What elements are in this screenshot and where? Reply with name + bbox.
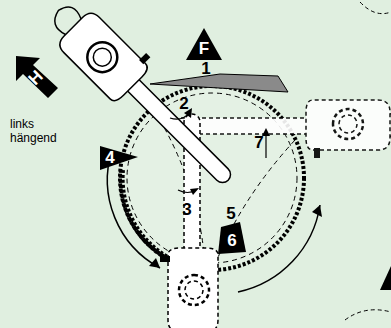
callout-number: 1: [201, 59, 210, 79]
callout-number: 2: [179, 94, 188, 114]
callout-number: 5: [226, 204, 235, 224]
callout-number: 4: [105, 148, 114, 168]
callout-number: 3: [182, 200, 191, 220]
direction-triangle: F: [186, 28, 222, 60]
callout-number: 6: [227, 231, 236, 251]
note-text: links hängend: [10, 117, 70, 145]
direction-arrow: H: [14, 54, 60, 100]
node-letter: F: [199, 39, 209, 59]
callout-number: 7: [254, 133, 263, 153]
